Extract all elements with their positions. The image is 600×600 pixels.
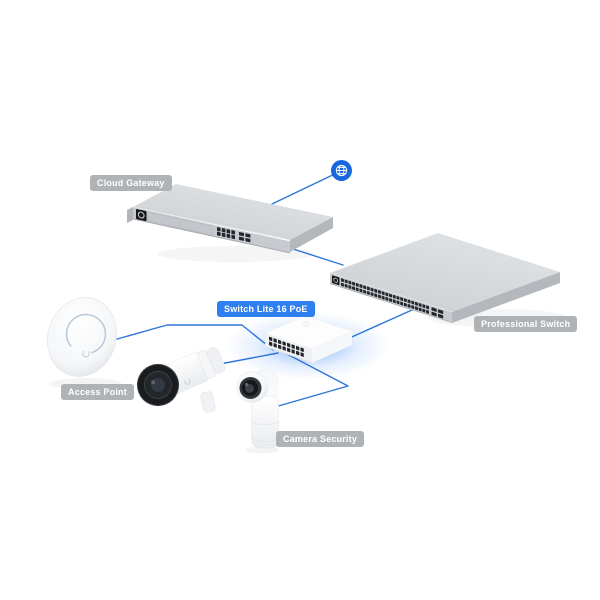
access-point-led-ring bbox=[65, 313, 107, 355]
gateway-drive-bay bbox=[180, 219, 214, 236]
turret-camera-device bbox=[236, 369, 280, 449]
ubiquiti-u-logo bbox=[183, 378, 191, 385]
switch-lite-16-poe-label[interactable]: Switch Lite 16 PoE bbox=[217, 301, 315, 317]
professional-switch-device bbox=[329, 233, 560, 323]
switch-lite-device bbox=[264, 315, 353, 364]
access-point-label: Access Point bbox=[61, 384, 134, 400]
gateway-screen bbox=[136, 209, 147, 222]
camera-security-label: Camera Security bbox=[276, 431, 365, 447]
cloud-gateway-device bbox=[127, 184, 333, 254]
cloud-gateway-label: Cloud Gateway bbox=[90, 175, 172, 191]
line-lite-to-bullet-camera bbox=[219, 352, 279, 365]
line-lite-to-turret-camera bbox=[267, 352, 349, 410]
pro-switch-screen bbox=[332, 275, 340, 286]
professional-switch-label: Professional Switch bbox=[474, 316, 578, 332]
line-lite-to-access-point bbox=[109, 324, 274, 351]
pro-switch-ports-group bbox=[341, 278, 429, 314]
access-point-device bbox=[47, 297, 117, 377]
gateway-sfp-group bbox=[239, 232, 251, 243]
gateway-ports-group bbox=[217, 227, 236, 240]
line-internet-to-gateway bbox=[271, 170, 342, 205]
pro-switch-sfp-group bbox=[431, 307, 444, 319]
bullet-camera-mount bbox=[200, 391, 216, 413]
line-lite-to-pro-switch bbox=[344, 309, 413, 341]
internet-globe-icon bbox=[331, 160, 352, 181]
bullet-camera-device bbox=[137, 347, 226, 413]
gateway-drive-bay bbox=[146, 211, 180, 228]
ubiquiti-u-logo bbox=[82, 351, 90, 358]
line-gateway-to-pro-switch bbox=[289, 247, 344, 266]
connection-lines bbox=[109, 170, 413, 410]
switch-lite-ports-group bbox=[269, 336, 304, 357]
